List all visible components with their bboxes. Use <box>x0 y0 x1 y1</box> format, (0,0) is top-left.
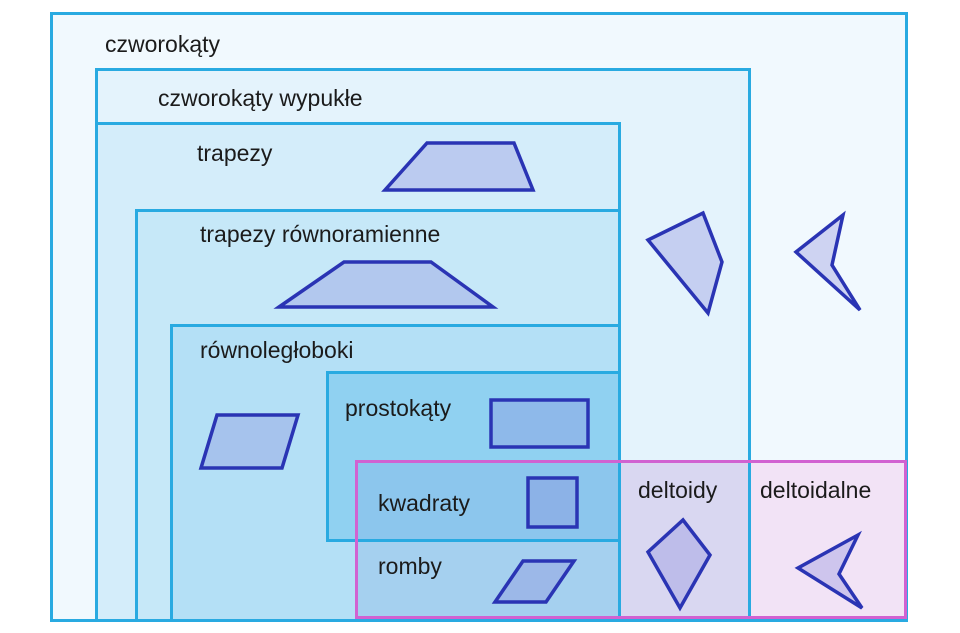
label-rownolegloboki: równoległoboki <box>200 337 354 363</box>
label-kwadraty: kwadraty <box>378 490 471 516</box>
label-deltoidalne: deltoidalne <box>760 477 872 503</box>
label-deltoidy: deltoidy <box>638 477 718 503</box>
label-prostokaty: prostokąty <box>345 395 452 421</box>
deltoid-family-outline <box>355 460 907 619</box>
label-trapezy: trapezy <box>197 140 273 166</box>
label-trapezy-rownoramienne: trapezy równoramienne <box>200 221 441 247</box>
label-czworokaty-wypukle: czworokąty wypukłe <box>158 85 363 111</box>
label-romby: romby <box>378 553 442 579</box>
label-czworokaty: czworokąty <box>105 31 221 57</box>
